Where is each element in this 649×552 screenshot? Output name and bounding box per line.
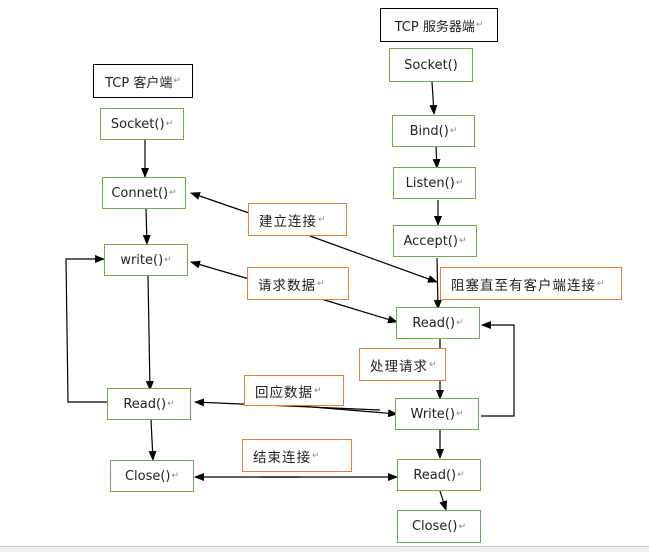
server-read2-step: Read()↵ xyxy=(397,459,481,491)
client-socket-step: Socket()↵ xyxy=(100,108,184,140)
server-title: TCP 服务器端↵ xyxy=(380,8,498,42)
server-bind-step: Bind()↵ xyxy=(392,115,475,147)
arrow-establish-to-server xyxy=(309,235,438,283)
client-connect-step: Connet()↵ xyxy=(102,177,186,209)
arrow-client-read-loop xyxy=(65,255,108,403)
server-write-step: Write()↵ xyxy=(395,398,479,430)
label-establish-connection: 建立连接↵ xyxy=(248,203,347,236)
arrow-server-accept-read xyxy=(433,257,442,310)
server-close-step: Close()↵ xyxy=(397,510,481,543)
arrow-client-read-close xyxy=(148,419,157,461)
label-block-until-connect: 阻塞直至有客户端连接↵ xyxy=(440,267,622,300)
client-write-step: write()↵ xyxy=(104,244,188,276)
arrow-server-socket-bind xyxy=(429,81,438,115)
page-bottom-edge xyxy=(0,546,649,552)
client-title: TCP 客户端↵ xyxy=(93,64,193,98)
arrow-client-connect-write xyxy=(142,208,151,245)
server-socket-step: Socket() xyxy=(389,48,473,82)
label-end-connection: 结束连接↵ xyxy=(242,439,352,472)
label-process-request: 处理请求↵ xyxy=(359,348,446,381)
client-close-step: Close()↵ xyxy=(110,460,194,492)
arrow-request-to-read xyxy=(317,297,398,324)
label-response-data: 回应数据↵ xyxy=(244,375,344,406)
arrow-server-bind-listen xyxy=(432,146,441,169)
arrow-establish-to-connect xyxy=(190,192,250,214)
server-accept-step: Accept()↵ xyxy=(393,225,477,257)
arrow-server-write-loop xyxy=(481,321,515,417)
arrow-request-to-write xyxy=(190,260,250,280)
arrow-server-read2-close xyxy=(439,490,448,511)
label-request-data: 请求数据↵ xyxy=(247,267,349,300)
client-read-step: Read()↵ xyxy=(107,388,191,420)
server-read-step: Read()↵ xyxy=(396,307,480,339)
arrow-response-to-read xyxy=(194,398,381,411)
server-listen-step: Listen()↵ xyxy=(393,167,476,199)
arrow-client-write-read xyxy=(145,275,154,391)
arrow-response-to-write xyxy=(299,405,398,418)
